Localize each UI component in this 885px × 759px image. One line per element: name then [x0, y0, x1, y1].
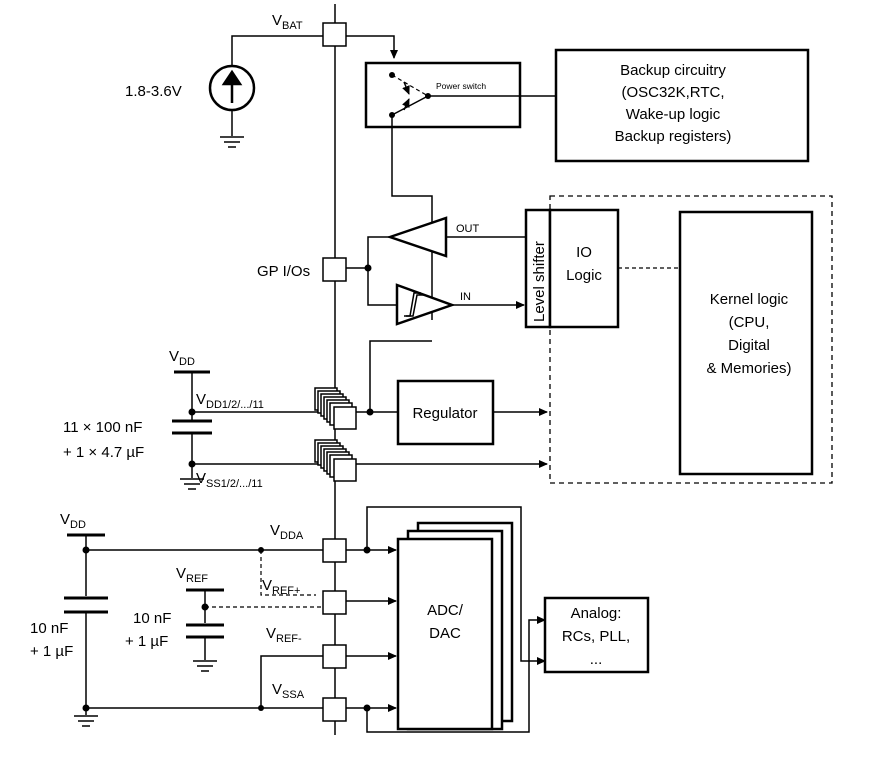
input-buffer — [395, 283, 456, 326]
power-switch-label: Power switch — [436, 81, 486, 91]
backup-circuitry-block: Backup circuitry (OSC32K,RTC, Wake-up lo… — [554, 48, 810, 163]
vss123-label: VSS1/2/.../11 — [196, 470, 263, 490]
battery-voltage-label: 1.8-3.6V — [125, 83, 182, 100]
adc-line1: ADC/ — [427, 602, 464, 619]
analog-line1: Analog: — [571, 605, 622, 622]
gpio-pad — [322, 257, 347, 282]
vss-pad-stack — [314, 439, 357, 482]
analog-line3: ... — [590, 651, 603, 668]
vssa-label: VSSA — [272, 681, 305, 701]
vrefm-pad — [322, 644, 347, 669]
vdda-pad — [322, 538, 347, 563]
analog-line2: RCs, PLL, — [562, 628, 630, 645]
vdda-label: VDDA — [270, 522, 304, 542]
in-label: IN — [460, 291, 471, 303]
backup-line3: Wake-up logic — [626, 106, 721, 123]
ground-icon — [193, 660, 217, 672]
kernel-line2: (CPU, — [729, 314, 770, 331]
gpio-label: GP I/Os — [257, 263, 310, 280]
cap3-line1: 10 nF — [30, 620, 68, 637]
out-label: OUT — [456, 223, 480, 235]
adc-line2: DAC — [429, 625, 461, 642]
vssa-pad — [322, 697, 347, 722]
vdd2-label: VDD — [60, 511, 86, 531]
level-shifter-block: Level shifter — [524, 208, 552, 329]
adc-dac-block: ADC/ DAC — [396, 521, 514, 731]
io-line2: Logic — [566, 267, 602, 284]
cap2-line1: 10 nF — [133, 610, 171, 627]
vrefm-label: VREF- — [266, 625, 302, 645]
vdd-pad-stack — [314, 387, 357, 430]
backup-line1: Backup circuitry — [620, 62, 726, 79]
io-logic-block: IO Logic — [548, 208, 620, 329]
vdd123-label: VDD1/2/.../11 — [196, 391, 264, 411]
cap1-line2: + 1 × 4.7 µF — [63, 444, 144, 461]
io-line1: IO — [576, 244, 592, 261]
output-buffer — [386, 216, 448, 258]
cap1-line1: 11 × 100 nF — [63, 419, 142, 436]
backup-line4: Backup registers) — [615, 128, 732, 145]
vdd-digital-section: VDD VDD1/2/.../11 11 × 100 nF + 1 × 4.7 … — [63, 340, 548, 490]
cap3-line2: + 1 µF — [30, 643, 73, 660]
regulator-block: Regulator — [396, 379, 548, 446]
battery-arrow-icon — [221, 69, 243, 103]
vref-label: VREF — [176, 565, 208, 585]
kernel-line4: & Memories) — [706, 360, 791, 377]
kernel-line1: Kernel logic — [710, 291, 789, 308]
analog-supply-section: VDD 10 nF + 1 µF VDDA VREF — [30, 506, 538, 733]
vbat-label: VBAT — [272, 12, 303, 32]
level-shifter-label: Level shifter — [531, 241, 548, 322]
ground-icon — [180, 478, 204, 490]
vbat-pad — [322, 22, 347, 47]
kernel-logic-block: Kernel logic (CPU, Digital & Memories) — [549, 195, 833, 484]
power-switch-block: Power switch — [364, 61, 556, 129]
ground-icon — [74, 715, 98, 727]
kernel-line3: Digital — [728, 337, 770, 354]
backup-line2: (OSC32K,RTC, — [621, 84, 724, 101]
vdd-label: VDD — [169, 348, 195, 368]
ground-icon — [220, 136, 244, 148]
vrefp-pad — [322, 590, 347, 615]
vrefp-label: VREF+ — [262, 577, 300, 597]
regulator-label: Regulator — [412, 405, 477, 422]
analog-rc-pll-block: Analog: RCs, PLL, ... — [537, 596, 650, 674]
cap2-line2: + 1 µF — [125, 633, 168, 650]
gpio-section: GP I/Os OUT IN — [257, 216, 526, 326]
vbat-section: VBAT 1.8-3.6V — [125, 12, 398, 148]
